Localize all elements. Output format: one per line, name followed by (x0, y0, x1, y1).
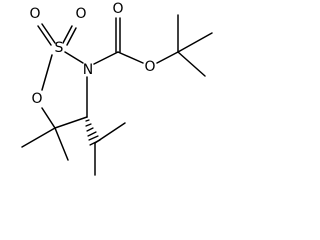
bond-ester-o-quaternary-c (156, 51, 179, 64)
atom-carbonyl-oxygen: O (112, 1, 123, 17)
atom-sulfonyl-oxygen-right: O (75, 6, 86, 22)
bond-c5-o (41, 107, 56, 129)
bond-s-o-right-a (62, 25, 73, 44)
atom-ring-nitrogen: N (83, 62, 93, 78)
bond-c4-c5 (54, 116, 88, 129)
bond-s-o-right-b (66, 27, 77, 46)
atom-ring-oxygen: O (31, 91, 42, 107)
atom-sulfur: S (55, 40, 64, 56)
bond-c5-methyl-lower (54, 127, 69, 161)
bond-isopropyl-methyl-right (94, 122, 126, 144)
bond-n-carbonyl-c (93, 51, 119, 65)
atom-ester-oxygen: O (144, 59, 155, 75)
bond-o-s (41, 54, 53, 91)
bond-tbu-methyl-bottom (177, 51, 206, 77)
bond-carbonyl-c-ester-o (117, 51, 144, 64)
bond-s-o-left-a (37, 25, 52, 46)
chemical-structure-drawing: S N O O O O O (21, 1, 213, 176)
atom-sulfonyl-oxygen-left: O (29, 6, 40, 22)
bond-tbu-methyl-right (177, 32, 213, 53)
bond-s-o-left-b (41, 23, 56, 44)
bond-s-n (64, 51, 84, 64)
bond-c5-methyl-left (21, 127, 56, 148)
